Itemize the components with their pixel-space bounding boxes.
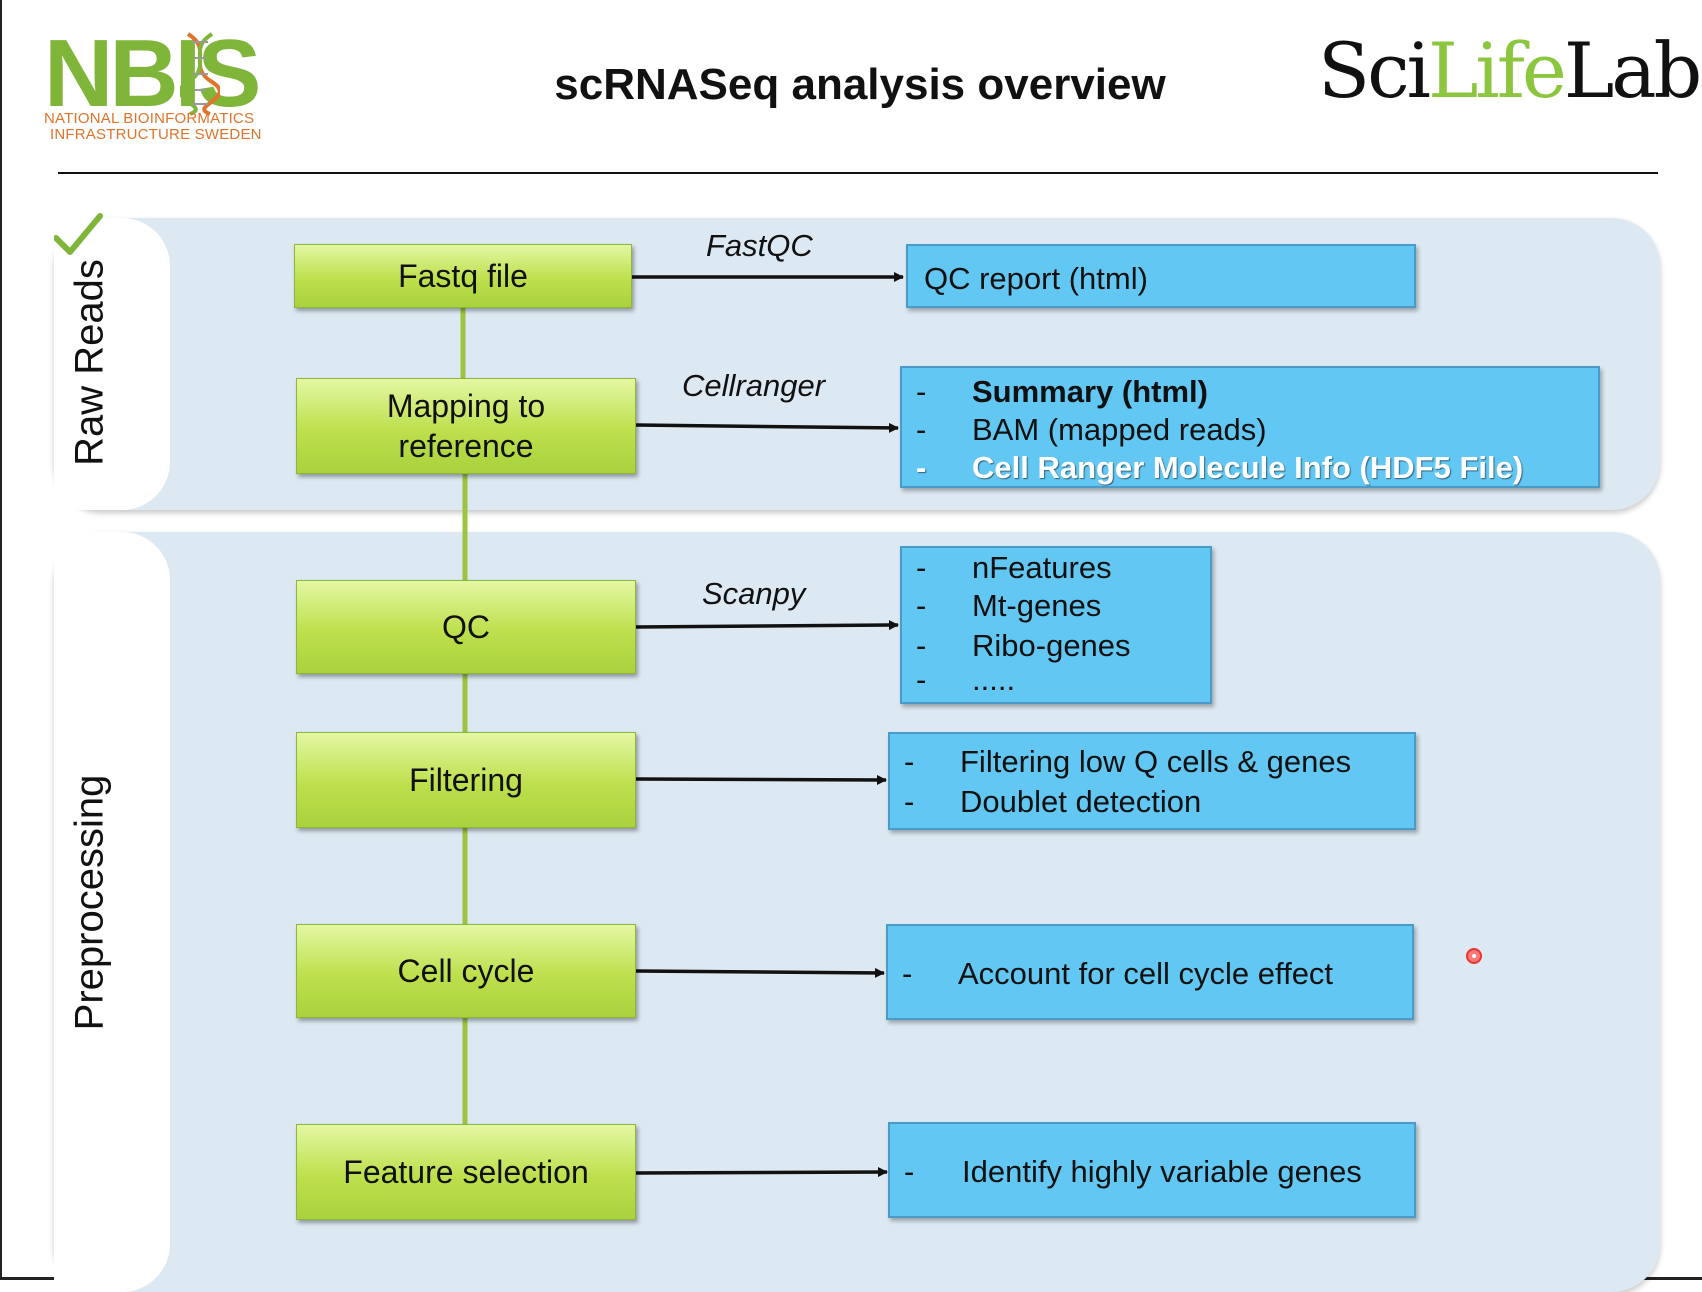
nbis-logo-word: NBIS [44,20,261,127]
step-cell-cycle: Cell cycle [296,924,636,1018]
output-qc-item: Mt-genes [972,588,1102,623]
tool-label-cellranger: Cellranger [682,368,826,403]
horizontal-arrows [632,272,904,1178]
step-filtering: Filtering [296,732,636,828]
output-qc-metrics: - nFeatures - Mt-genes - Ribo-genes - ..… [900,546,1212,704]
dna-helix-icon [180,32,220,116]
tool-label-scanpy: Scanpy [702,576,806,611]
bullet-dash: - [916,550,927,585]
scilifelab-logo: SciLifeLab [1318,26,1702,146]
output-cell-cycle: - Account for cell cycle effect [886,924,1414,1020]
bullet-dash: - [904,1154,915,1189]
step-cell-cycle-label: Cell cycle [397,953,535,989]
output-qc-report-text: QC report (html) [924,261,1148,296]
scilifelab-logo-part2: Life [1427,26,1567,115]
bullet-dash: - [904,784,915,819]
nbis-logo-line1: NATIONAL BIOINFORMATICS [44,110,255,127]
output-cell-cycle-item: Account for cell cycle effect [958,956,1334,991]
laser-pointer-icon [1466,948,1482,964]
step-mapping: Mapping to reference [296,378,636,474]
output-qc-item: nFeatures [972,550,1112,585]
scilifelab-logo-word: SciLifeLab [1318,26,1702,115]
output-filtering: - Filtering low Q cells & genes - Double… [888,732,1416,830]
step-fastq-file: Fastq file [294,244,632,308]
output-mapping-item: BAM (mapped reads) [972,412,1267,447]
raw-reads-label-tab [54,218,170,510]
scilifelab-logo-part3: Lab [1563,26,1702,115]
header-divider [58,172,1658,174]
step-feature-selection-label: Feature selection [343,1154,589,1190]
output-qc-item: ..... [972,662,1016,697]
page-title: scRNASeq analysis overview [554,60,1166,109]
step-qc-label: QC [442,609,490,645]
step-mapping-label-line2: reference [398,428,534,464]
bullet-dash: - [904,744,915,779]
arrow-qc-outputs [635,620,899,631]
bullet-dash: - [916,412,927,447]
output-filtering-item: Doublet detection [960,784,1202,819]
bullet-dash: - [902,956,913,991]
tool-label-fastqc: FastQC [706,228,813,263]
output-mapping-item: Summary (html) [972,374,1208,409]
arrow-filtering-outputs [635,774,887,785]
step-feature-selection: Feature selection [296,1124,636,1220]
arrow-feature-outputs [635,1167,888,1178]
bullet-dash: - [916,588,927,623]
bullet-dash: - [916,628,927,663]
preprocessing-label-tab [54,532,170,1292]
step-mapping-label-line1: Mapping to [386,388,546,424]
vertical-connectors [460,308,468,1124]
arrow-cellcycle-outputs [635,967,885,978]
nbis-logo: NBIS NATIONAL BIOINFORMATICS INFRASTRUCT… [44,26,274,146]
scilifelab-logo-part1: Sci [1318,26,1431,115]
output-feature-selection: - Identify highly variable genes [888,1122,1416,1218]
nbis-logo-line2: INFRASTRUCTURE SWEDEN [50,126,262,143]
output-qc-item: Ribo-genes [972,628,1131,663]
bullet-dash: - [916,374,927,409]
output-qc-report: QC report (html) [906,244,1416,308]
output-mapping-item: Cell Ranger Molecule Info (HDF5 File) [972,450,1524,485]
step-fastq-file-label: Fastq file [398,258,528,294]
output-filtering-item: Filtering low Q cells & genes [960,744,1352,779]
arrow-mapping-outputs [635,422,899,433]
checkmark-icon [54,213,103,255]
output-mapping: - Summary (html) - BAM (mapped reads) - … [900,366,1600,488]
step-qc: QC [296,580,636,674]
output-feature-selection-item: Identify highly variable genes [962,1154,1362,1189]
step-filtering-label: Filtering [409,762,523,798]
bullet-dash: - [916,662,927,697]
bullet-dash: - [916,450,927,485]
